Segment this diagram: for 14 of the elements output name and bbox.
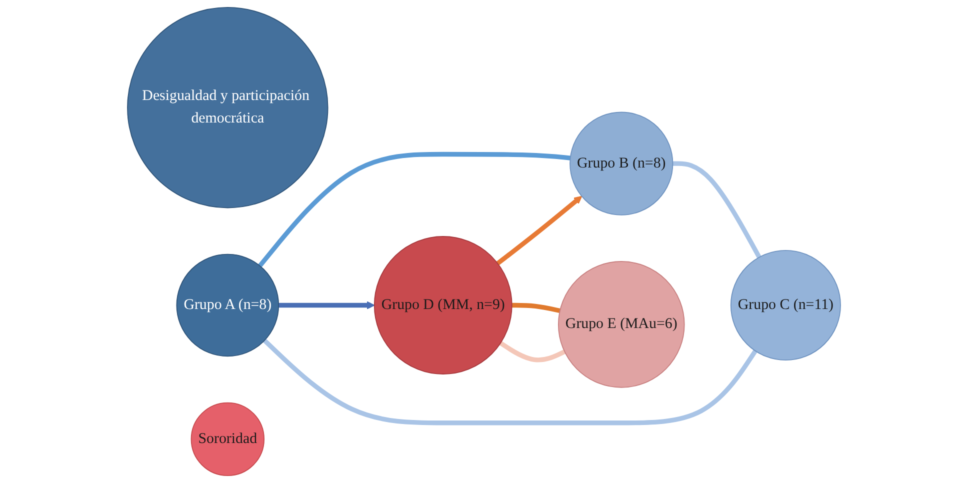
node-circle: Desigualdad y participación democrática [127, 7, 328, 208]
node-circle: Sororidad [190, 402, 264, 476]
connector [512, 302, 560, 314]
arrow [496, 196, 582, 266]
node-circle: Grupo B (n=8) [570, 112, 674, 216]
connector [672, 161, 762, 258]
connector [262, 338, 758, 426]
node-circle: Grupo D (MM, n=9) [374, 236, 512, 374]
connector [499, 341, 566, 362]
node-circle: Grupo A (n=8) [176, 254, 280, 357]
arrow [278, 301, 375, 310]
node-circle: Grupo E (MAu=6) [558, 261, 685, 388]
node-circle: Grupo C (n=11) [730, 250, 841, 361]
connector [258, 152, 571, 268]
